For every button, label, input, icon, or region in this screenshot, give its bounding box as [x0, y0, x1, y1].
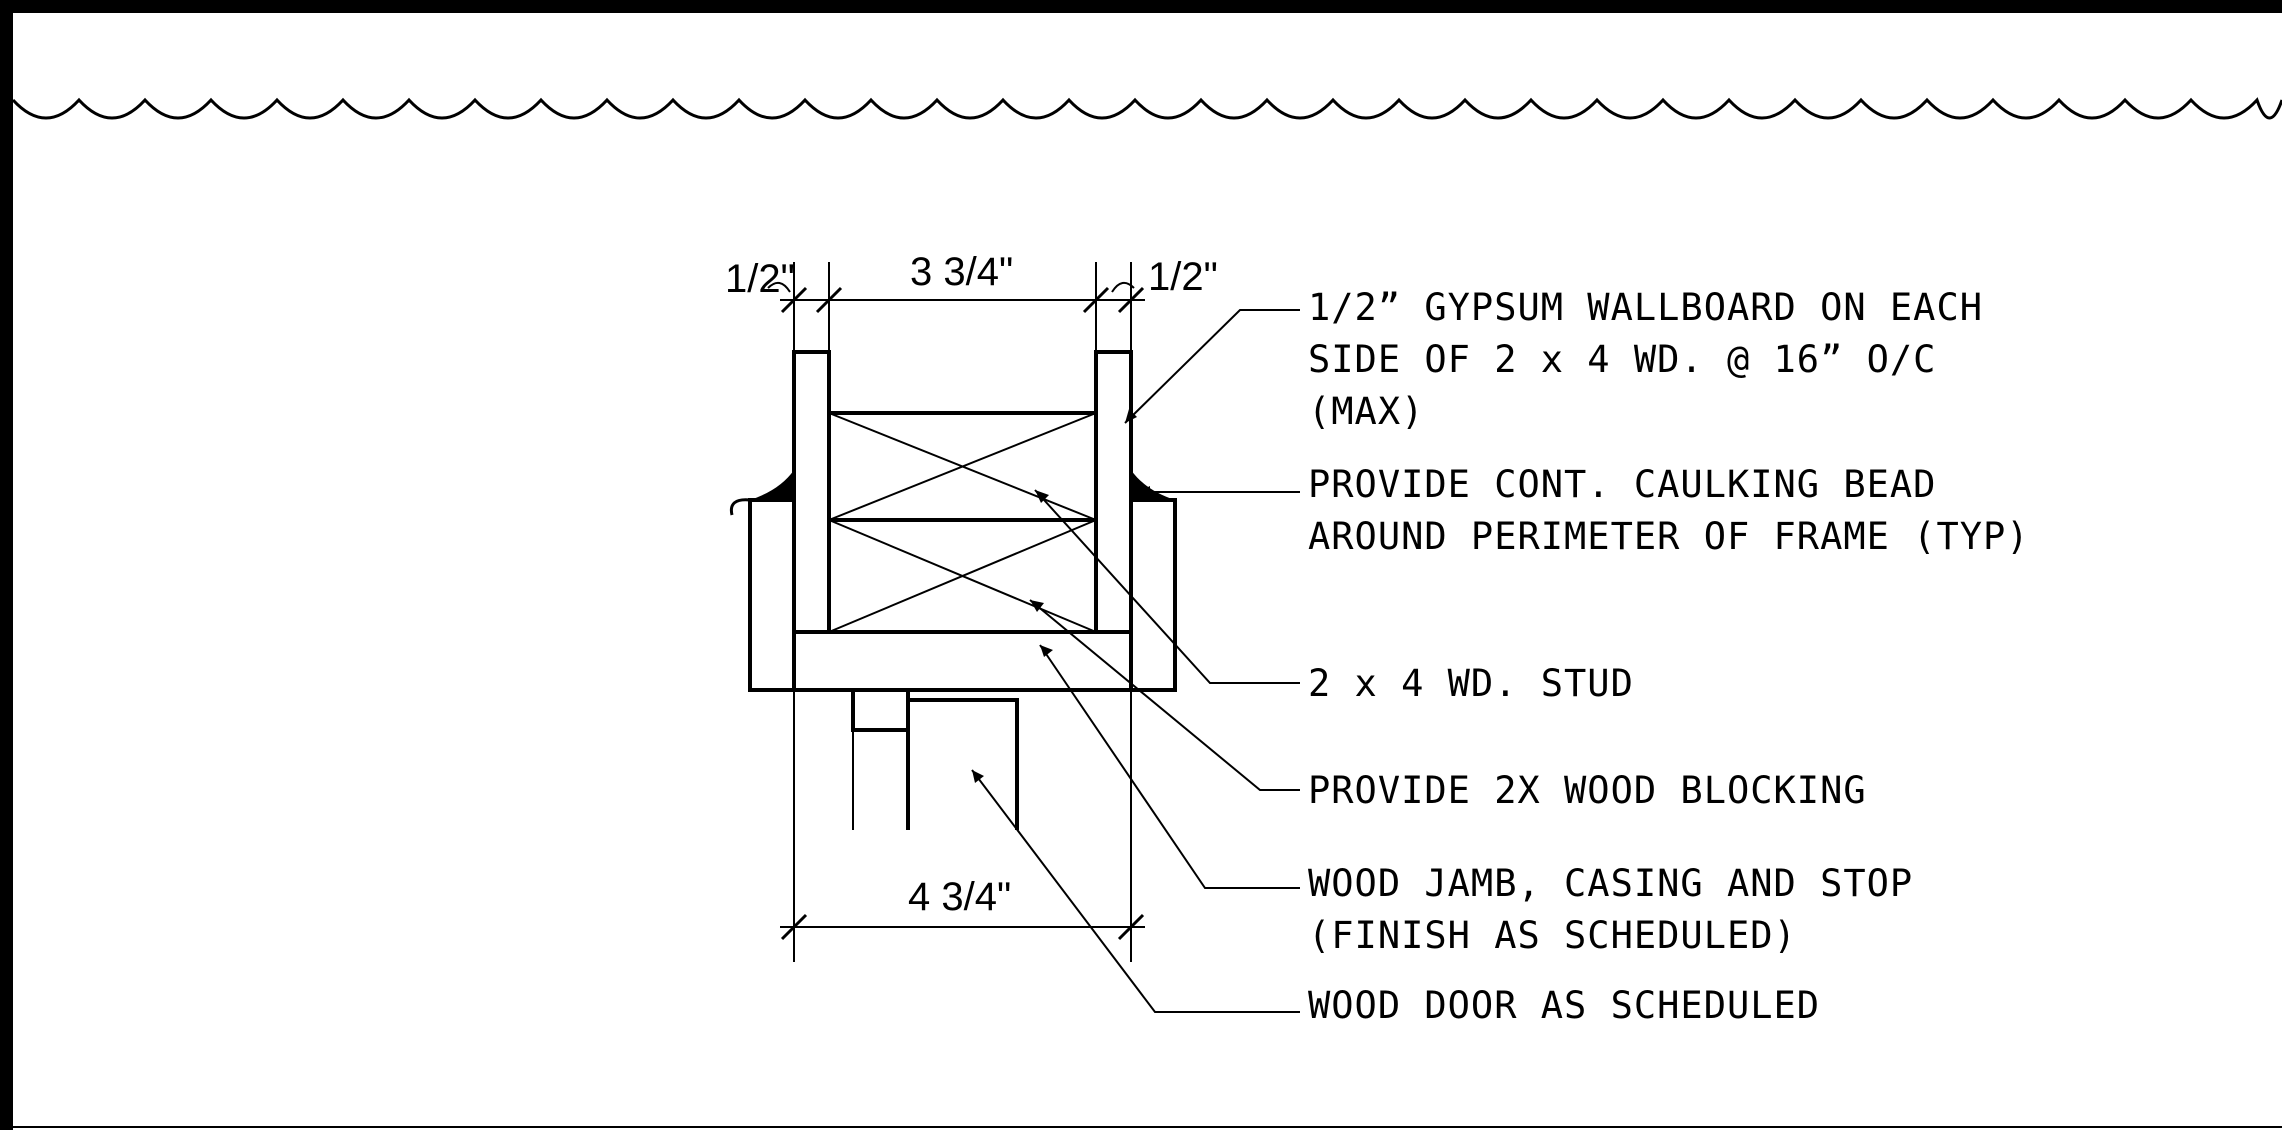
door-stop: [851, 688, 910, 732]
dim-overall-wall: 4 3/4": [908, 875, 1011, 919]
wood-stud-upper: [827, 411, 1098, 522]
leader-lines: [971, 309, 1300, 1013]
note-stud: 2 x 4 WD. STUD: [1308, 662, 1634, 705]
dim-right-gypsum: 1/2": [1148, 255, 1218, 299]
dim-left-gypsum: 1/2": [725, 257, 795, 301]
note-door: WOOD DOOR AS SCHEDULED: [1308, 984, 1820, 1027]
dim-stud-width: 3 3/4": [910, 250, 1013, 294]
casing-left: [748, 498, 796, 692]
note-jamb: WOOD JAMB, CASING AND STOP (FINISH AS SC…: [1308, 862, 1936, 957]
caulking-bead-left: [729, 470, 794, 516]
note-blocking: PROVIDE 2X WOOD BLOCKING: [1308, 769, 1867, 812]
wood-door: [906, 698, 1019, 830]
dimension-bottom: [780, 690, 1145, 962]
gypsum-wallboard-left: [792, 350, 831, 634]
caulking-bead-right: [1131, 470, 1175, 500]
note-caulking: PROVIDE CONT. CAULKING BEAD AROUND PERIM…: [1308, 463, 2030, 558]
break-line: [11, 97, 2282, 120]
dimension-top: [767, 262, 1145, 413]
wood-stud-lower: [827, 518, 1098, 634]
note-gypsum: 1/2” GYPSUM WALLBOARD ON EACH SIDE OF 2 …: [1308, 286, 2006, 433]
casing-right: [1129, 498, 1177, 692]
